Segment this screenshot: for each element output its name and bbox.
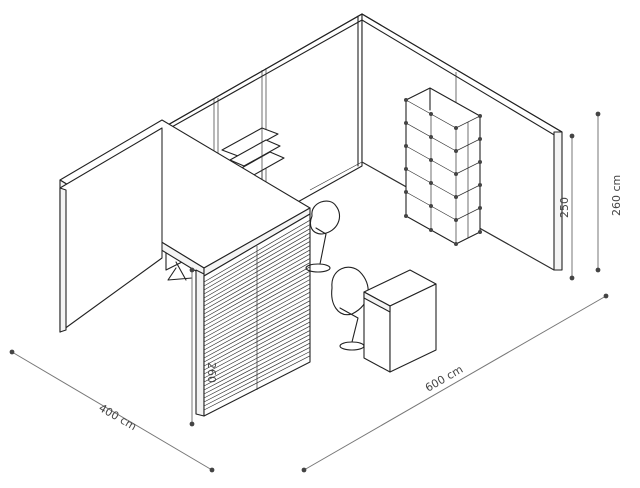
dim-total-height-label: 260 cm (610, 175, 623, 216)
slat-line (203, 338, 311, 395)
slat-line (203, 232, 311, 295)
slat-line (203, 253, 311, 315)
slat-line (203, 321, 311, 379)
slat-line (203, 291, 311, 351)
slat-line (203, 325, 311, 383)
slat-line (203, 330, 311, 387)
slat-line (203, 342, 311, 399)
slat-line (203, 304, 311, 363)
slat-line (203, 224, 311, 287)
dim-total-height: 260 cm (595, 111, 623, 273)
slat-line (203, 262, 311, 323)
dim-storage-height-label: 260 (205, 362, 218, 383)
slat-line (203, 308, 311, 367)
slat-line (203, 270, 311, 331)
dim-wall-height: 250 (558, 133, 575, 281)
chair-back (305, 200, 340, 273)
slat-line (203, 346, 311, 403)
slat-line (203, 287, 311, 347)
slat-line (203, 355, 311, 411)
dim-depth-label: 400 cm (97, 401, 139, 433)
slat-line (203, 351, 311, 407)
slat-line (203, 219, 311, 283)
dim-depth: 400 cm (9, 349, 215, 473)
slat-line (203, 300, 311, 359)
slat-line (203, 313, 311, 371)
slat-line (203, 228, 311, 291)
coat-hook (167, 261, 193, 281)
storage-room (59, 119, 311, 417)
slat-line (203, 258, 311, 319)
slat-line (203, 296, 311, 355)
slat-line (203, 245, 311, 307)
slat-line (203, 236, 311, 299)
dim-wall-height-label: 250 (558, 197, 571, 218)
dim-width: 600 cm (301, 293, 609, 473)
reception-counter (363, 269, 437, 373)
slat-line (203, 266, 311, 327)
chair-front (331, 266, 369, 351)
slat-line (203, 317, 311, 375)
slat-line (203, 249, 311, 311)
slat-line (203, 283, 311, 343)
slat-line (203, 334, 311, 391)
slat-line (203, 274, 311, 335)
slat-line (203, 241, 311, 303)
cube-shelving (404, 87, 482, 246)
slat-line (203, 279, 311, 339)
storage-slats (203, 219, 311, 411)
dim-storage-height: 260 (189, 267, 218, 427)
